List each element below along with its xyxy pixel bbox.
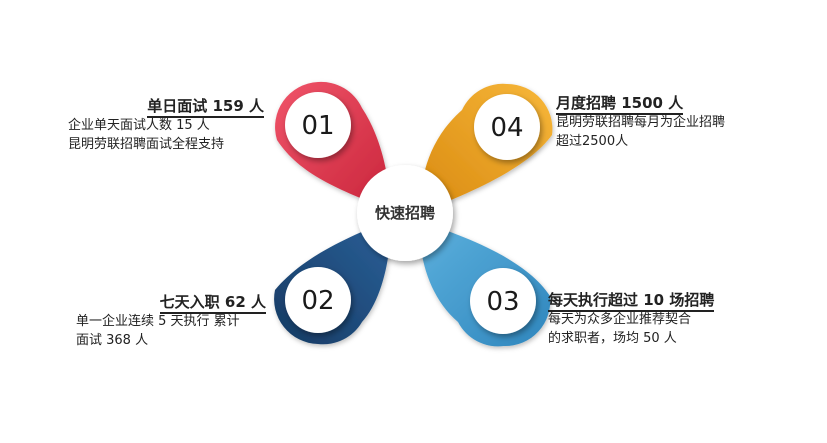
item-03-desc-line-2: 的求职者，场均 50 人 — [548, 331, 677, 346]
item-02-desc-line-2: 面试 368 人 — [76, 333, 149, 348]
badge-03-number: 03 — [486, 287, 519, 317]
badge-02-circle — [285, 267, 351, 333]
center-hub: 快速招聘 — [357, 165, 453, 261]
badge-01-circle — [285, 92, 351, 158]
item-01-desc-line-2: 昆明劳联招聘面试全程支持 — [68, 137, 225, 152]
badge-04-circle — [474, 94, 540, 160]
badge-04: 04 — [474, 94, 540, 160]
item-01-title: 单日面试 159 人 — [68, 96, 264, 118]
badge-01: 01 — [285, 92, 351, 158]
item-04-desc-line-1: 昆明劳联招聘每月为企业招聘 — [556, 115, 726, 130]
item-01-desc-line-1: 企业单天面试人数 15 人 — [68, 118, 210, 133]
badge-01-number: 01 — [301, 111, 334, 141]
item-01-text: 单日面试 159 人 企业单天面试人数 15 人 昆明劳联招聘面试全程支持 — [68, 96, 264, 154]
badge-02: 02 — [285, 267, 351, 333]
item-03-title: 每天执行超过 10 场招聘 — [548, 290, 715, 312]
item-04-text: 月度招聘 1500 人 昆明劳联招聘每月为企业招聘 超过2500人 — [556, 93, 725, 151]
item-03-text: 每天执行超过 10 场招聘 每天为众多企业推荐契合 的求职者，场均 50 人 — [548, 290, 715, 348]
center-circle — [357, 165, 453, 261]
badge-03-circle — [470, 268, 536, 334]
item-02-desc-line-1: 单一企业连续 5 天执行 累计 — [76, 314, 240, 329]
badge-03: 03 — [470, 268, 536, 334]
badge-04-number: 04 — [490, 113, 523, 143]
item-04-title: 月度招聘 1500 人 — [556, 93, 725, 115]
item-02-title: 七天入职 62 人 — [76, 292, 266, 314]
item-02-text: 七天入职 62 人 单一企业连续 5 天执行 累计 面试 368 人 — [76, 292, 266, 350]
item-03-desc-line-1: 每天为众多企业推荐契合 — [548, 312, 692, 327]
center-label: 快速招聘 — [375, 204, 435, 222]
badge-02-number: 02 — [301, 286, 334, 316]
item-04-desc-line-2: 超过2500人 — [556, 134, 629, 149]
